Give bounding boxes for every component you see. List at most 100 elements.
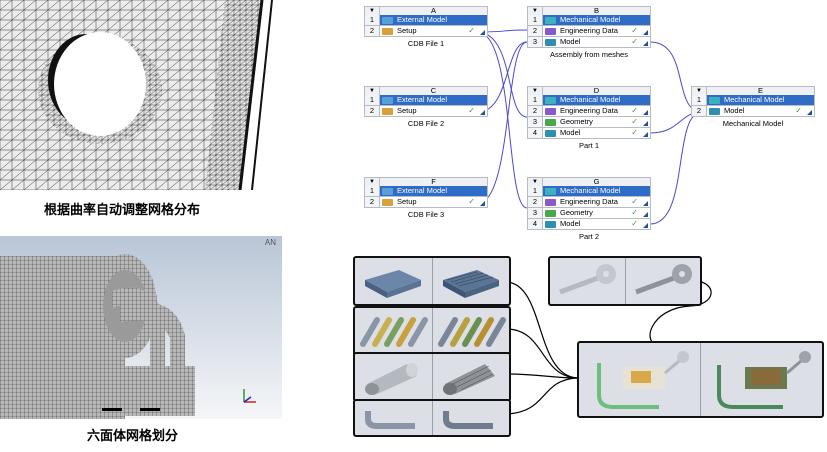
row-number: 3 bbox=[528, 117, 543, 127]
connector-icon[interactable] bbox=[480, 30, 485, 35]
cell-model[interactable]: Model✓ bbox=[543, 219, 650, 229]
cell-label: Setup bbox=[397, 197, 417, 206]
connector-icon[interactable] bbox=[643, 201, 648, 206]
collapse-icon[interactable]: ▼ bbox=[365, 7, 380, 15]
cell-label: External Model bbox=[397, 186, 448, 195]
engineering-data-icon bbox=[545, 27, 556, 35]
system-name[interactable]: Part 1 bbox=[578, 141, 599, 150]
cell-external-model[interactable]: External Model bbox=[380, 186, 487, 196]
cell-model[interactable]: Model✓ bbox=[543, 128, 650, 138]
part-panel-cylinder bbox=[353, 352, 511, 402]
geometry-icon bbox=[545, 209, 556, 217]
row-number: 2 bbox=[528, 26, 543, 36]
row-number: 2 bbox=[365, 26, 380, 36]
row-number: 1 bbox=[528, 15, 543, 25]
cell-label: Model bbox=[560, 219, 581, 228]
row-number: 2 bbox=[365, 197, 380, 207]
cell-setup[interactable]: Setup✓ bbox=[380, 26, 487, 36]
collapse-icon[interactable]: ▼ bbox=[365, 87, 380, 95]
setup-icon bbox=[382, 107, 393, 115]
cell-setup[interactable]: Setup✓ bbox=[380, 106, 487, 116]
cell-mechanical-model[interactable]: Mechanical Model bbox=[707, 95, 814, 105]
cell-external-model[interactable]: External Model bbox=[380, 15, 487, 25]
connector-icon[interactable] bbox=[643, 41, 648, 46]
cell-label: Geometry bbox=[560, 208, 593, 217]
part-mesh-image bbox=[433, 354, 510, 400]
cell-geometry[interactable]: Geometry✓ bbox=[543, 117, 650, 127]
connector-icon[interactable] bbox=[643, 132, 648, 137]
cell-mechanical-model[interactable]: Mechanical Model bbox=[543, 95, 650, 105]
row-number: 1 bbox=[365, 186, 380, 196]
cell-engineering-data[interactable]: Engineering Data✓ bbox=[543, 197, 650, 207]
cell-geometry[interactable]: Geometry ✓ bbox=[543, 208, 650, 218]
connector-icon[interactable] bbox=[643, 110, 648, 115]
system-name[interactable]: Part 2 bbox=[578, 232, 599, 241]
cell-model[interactable]: Model✓ bbox=[707, 106, 814, 116]
connector-icon[interactable] bbox=[480, 201, 485, 206]
collapse-icon[interactable]: ▼ bbox=[528, 178, 543, 186]
cell-engineering-data[interactable]: Engineering Data✓ bbox=[543, 106, 650, 116]
cell-mechanical-model[interactable]: Mechanical Model bbox=[543, 15, 650, 25]
connector-icon[interactable] bbox=[807, 110, 812, 115]
system-name[interactable]: Assembly from meshes bbox=[550, 50, 628, 59]
hex-mesh-viewport: AN bbox=[0, 236, 282, 419]
system-name[interactable]: Mechanical Model bbox=[722, 119, 784, 128]
setup-icon bbox=[382, 27, 393, 35]
axis-triad-icon bbox=[238, 386, 260, 413]
curvature-mesh-image bbox=[0, 0, 292, 190]
assembly-image bbox=[579, 343, 701, 416]
cell-label: External Model bbox=[397, 95, 448, 104]
connector-icon[interactable] bbox=[643, 121, 648, 126]
row-number: 2 bbox=[528, 106, 543, 116]
connector-icon[interactable] bbox=[643, 223, 648, 228]
geometry-icon bbox=[545, 118, 556, 126]
check-icon: ✓ bbox=[631, 106, 638, 115]
connector-icon[interactable] bbox=[643, 30, 648, 35]
check-icon: ✓ bbox=[468, 106, 475, 115]
connector-icon[interactable] bbox=[480, 110, 485, 115]
mechanical-model-icon bbox=[545, 16, 556, 24]
system-letter: A bbox=[430, 6, 436, 15]
model-icon bbox=[545, 129, 556, 137]
check-icon: ✓ bbox=[631, 208, 638, 217]
row-number: 2 bbox=[692, 106, 707, 116]
connector-icon[interactable] bbox=[643, 212, 648, 217]
row-number: 4 bbox=[528, 128, 543, 138]
model-icon bbox=[545, 220, 556, 228]
part-panel-key bbox=[548, 256, 702, 306]
row-number: 2 bbox=[528, 197, 543, 207]
collapse-icon[interactable]: ▼ bbox=[692, 87, 707, 95]
part-image bbox=[355, 258, 433, 304]
cell-engineering-data[interactable]: Engineering Data✓ bbox=[543, 26, 650, 36]
system-name[interactable]: CDB File 1 bbox=[407, 39, 445, 48]
cell-mechanical-model[interactable]: Mechanical Model bbox=[543, 186, 650, 196]
assembly-result-panel bbox=[577, 341, 824, 418]
model-icon bbox=[545, 38, 556, 46]
check-icon: ✓ bbox=[468, 197, 475, 206]
cell-model[interactable]: Model✓ bbox=[543, 37, 650, 47]
cell-label: External Model bbox=[397, 15, 448, 24]
check-icon: ✓ bbox=[631, 128, 638, 137]
collapse-icon[interactable]: ▼ bbox=[528, 7, 543, 15]
ansys-logo: AN bbox=[264, 238, 276, 247]
system-name[interactable]: CDB File 3 bbox=[407, 210, 445, 219]
row-number: 4 bbox=[528, 219, 543, 229]
collapse-icon[interactable]: ▼ bbox=[365, 178, 380, 186]
external-model-icon bbox=[382, 16, 393, 24]
cell-external-model[interactable]: External Model bbox=[380, 95, 487, 105]
cell-label: Mechanical Model bbox=[560, 15, 621, 24]
collapse-icon[interactable]: ▼ bbox=[528, 87, 543, 95]
cell-label: Geometry bbox=[560, 117, 593, 126]
system-name[interactable]: CDB File 2 bbox=[407, 119, 445, 128]
cell-setup[interactable]: Setup ✓ bbox=[380, 197, 487, 207]
row-number: 1 bbox=[528, 186, 543, 196]
system-letter: D bbox=[593, 86, 600, 95]
